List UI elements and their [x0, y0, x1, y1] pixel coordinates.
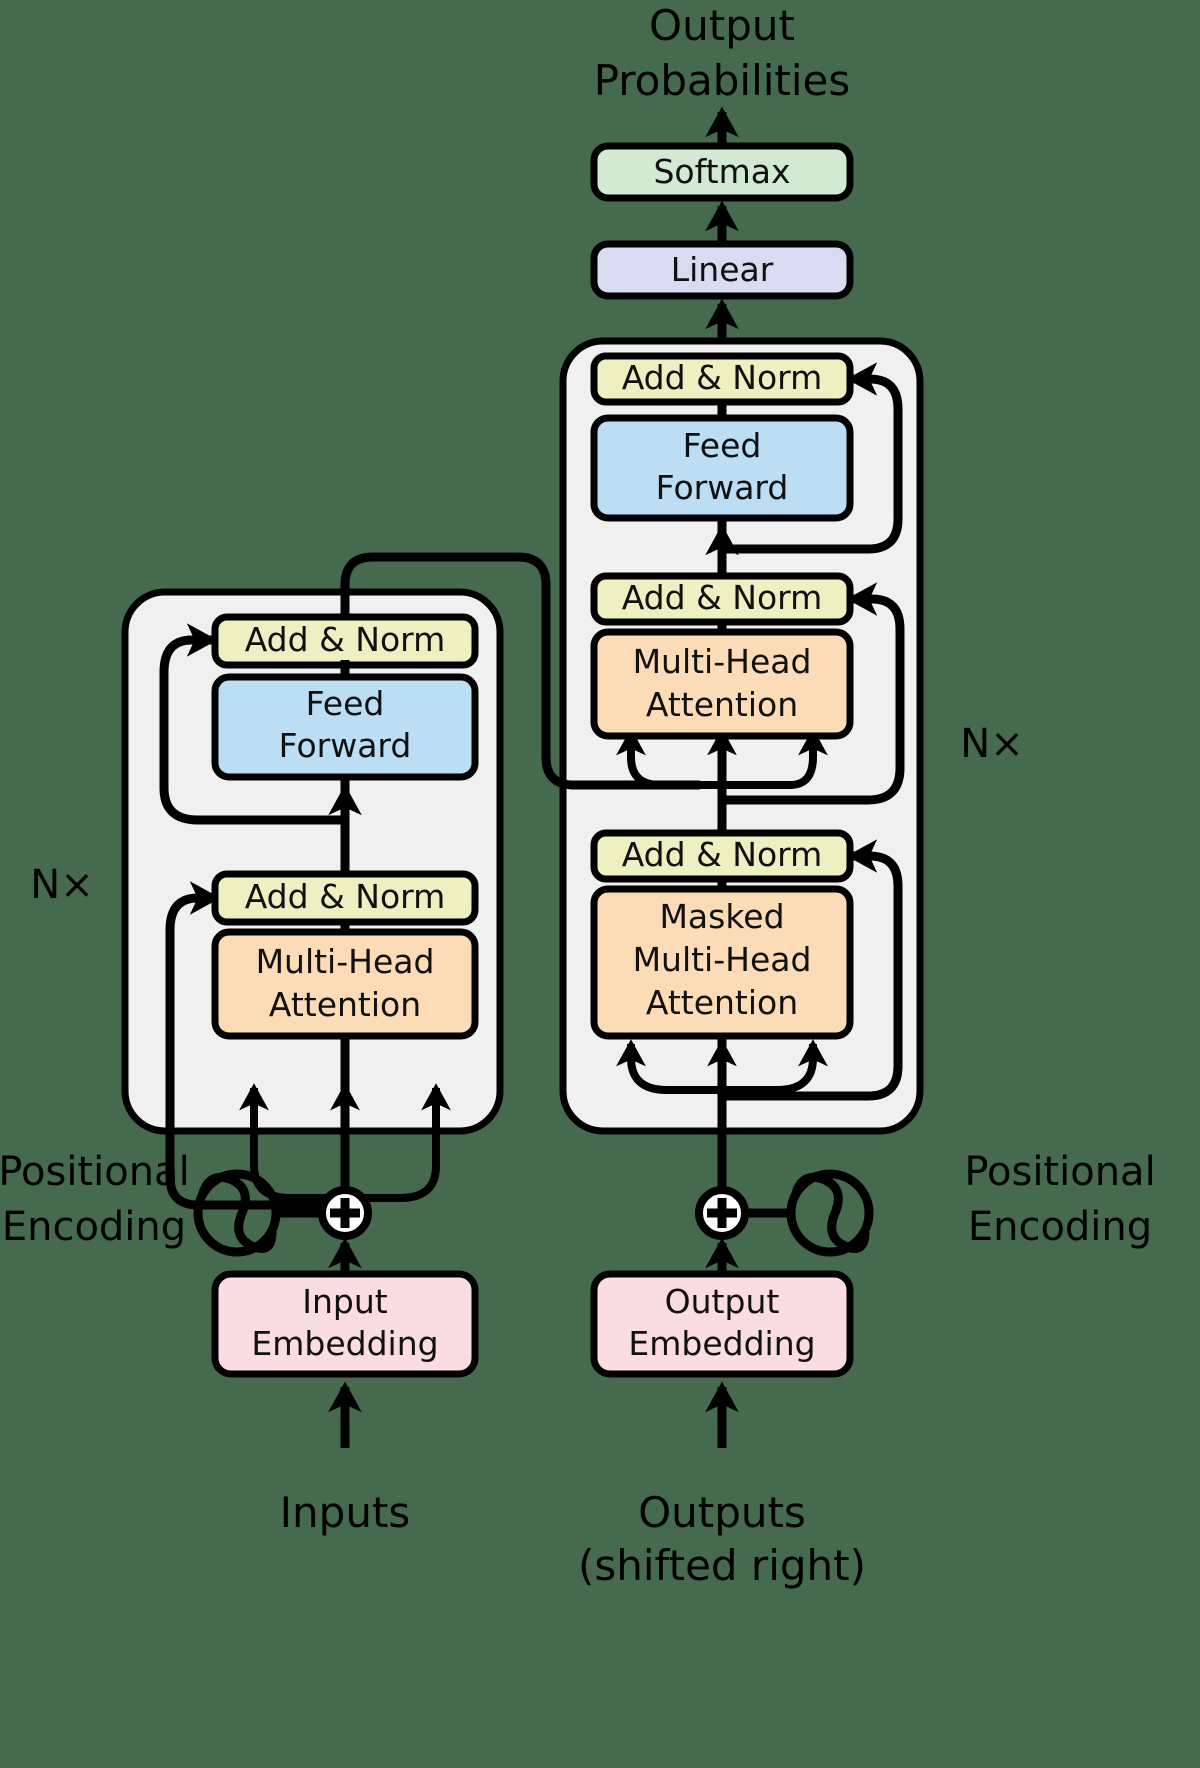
linear-label: Linear [671, 250, 774, 289]
decoder-masked-qkv-right [722, 1039, 828, 1094]
decoder-multi-head-attention-box [590, 628, 854, 740]
encoder-feed-forward-box [211, 673, 479, 781]
decoder-nx-label: N× [960, 721, 1023, 767]
output-embedding-line1: Output [665, 1282, 780, 1321]
decoder-multi-head-attention-line2: Attention [646, 685, 798, 724]
output-probabilities-line1: Output [649, 1, 795, 50]
encoder-feed-forward-line2: Forward [279, 726, 412, 765]
softmax-label: Softmax [653, 152, 790, 191]
decoder-residual-3 [722, 362, 903, 554]
encoder-output-to-decoder [340, 552, 700, 790]
softmax-box [590, 142, 854, 202]
output-probabilities-line2: Probabilities [594, 56, 851, 105]
decoder-masked-mha-line3: Attention [646, 983, 798, 1022]
encoder-nx-label: N× [30, 862, 93, 908]
decoder-add-norm-1-label: Add & Norm [622, 835, 823, 874]
decoder-multi-head-attention-line1: Multi-Head [633, 642, 812, 681]
encoder-feed-forward-line1: Feed [306, 684, 385, 723]
encoder-positional-encoding-line2: Encoding [2, 1204, 186, 1250]
decoder-masked-qkv-left [616, 1039, 722, 1094]
encoder-multi-head-attention-box [211, 928, 479, 1040]
output-embedding-line2: Embedding [628, 1324, 815, 1363]
decoder-masked-mha-line1: Masked [659, 897, 784, 936]
encoder-add-norm-1-box [211, 870, 479, 926]
decoder-add-norm-3-label: Add & Norm [622, 358, 823, 397]
decoder-positional-encoding-wave [791, 1172, 870, 1253]
input-embedding-line1: Input [302, 1282, 388, 1321]
decoder-residual-1 [722, 839, 903, 1101]
encoder-multi-head-attention-line2: Attention [269, 985, 421, 1024]
decoder-feed-forward-line2: Forward [656, 468, 789, 507]
encoder-qkv-right [345, 1083, 451, 1202]
encoder-add-norm-2-label: Add & Norm [245, 620, 446, 659]
encoder-residual-2 [159, 623, 345, 825]
input-embedding-box [211, 1270, 479, 1378]
input-embedding-line2: Embedding [251, 1324, 438, 1363]
encoder-positional-encoding-line1: Positional [0, 1149, 190, 1195]
decoder-add-norm-2-label: Add & Norm [622, 578, 823, 617]
encoder-stack-container [121, 588, 504, 1135]
outputs-label-line2: (shifted right) [578, 1541, 866, 1590]
decoder-masked-multi-head-attention-box [590, 885, 854, 1040]
decoder-masked-mha-line2: Multi-Head [633, 940, 812, 979]
decoder-feed-forward-box [590, 414, 854, 522]
decoder-cross-kv-right [700, 728, 828, 789]
encoder-add-norm-1-label: Add & Norm [245, 877, 446, 916]
decoder-cross-kv-left [616, 728, 700, 789]
inputs-label: Inputs [280, 1488, 411, 1537]
linear-box [590, 240, 854, 300]
encoder-residual-1 [165, 881, 345, 1210]
decoder-residual-2 [722, 582, 905, 805]
decoder-positional-encoding-line2: Encoding [968, 1204, 1152, 1250]
output-embedding-box [590, 1270, 854, 1378]
decoder-positional-encoding-line1: Positional [964, 1149, 1155, 1195]
encoder-multi-head-attention-line1: Multi-Head [256, 942, 435, 981]
outputs-label-line1: Outputs [638, 1488, 806, 1537]
decoder-add-norm-1-box [590, 829, 854, 883]
encoder-positional-encoding-wave [198, 1172, 277, 1253]
decoder-feed-forward-line1: Feed [683, 426, 762, 465]
decoder-add-norm-2-box [590, 572, 854, 626]
decoder-add-norm-3-box [590, 352, 854, 406]
